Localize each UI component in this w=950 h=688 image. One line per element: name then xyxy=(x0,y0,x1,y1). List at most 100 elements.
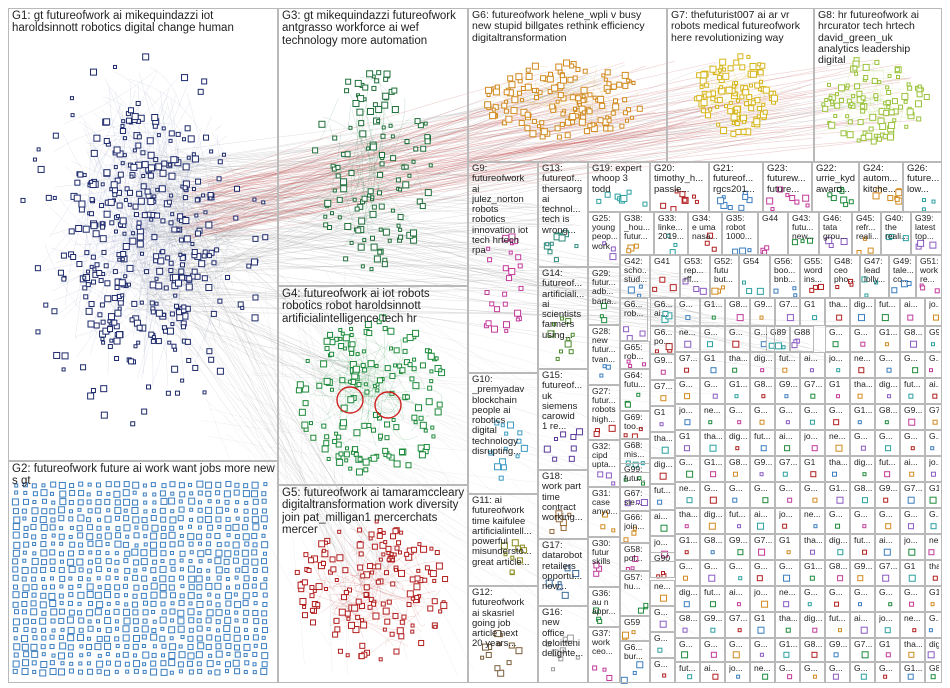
mini-group-label: G... xyxy=(704,562,718,571)
edge xyxy=(401,339,404,366)
edge xyxy=(368,343,383,390)
edge xyxy=(132,261,383,602)
edge xyxy=(168,196,567,210)
mini-group-label: G1... xyxy=(704,458,722,467)
edge xyxy=(119,115,222,272)
edge xyxy=(325,166,396,176)
mini-group-box: G8... xyxy=(750,378,775,404)
group-box-g49: G49: tale... co... xyxy=(889,255,916,298)
g1-node xyxy=(112,269,118,275)
edge xyxy=(146,84,188,225)
mini-group-label: ai... xyxy=(654,512,668,521)
mini-group-box: dig... xyxy=(850,298,875,326)
edge xyxy=(275,296,462,540)
edge xyxy=(333,558,381,587)
mini-group-box: ne... xyxy=(675,326,700,352)
mini-group-box: G1 xyxy=(700,352,725,378)
edge xyxy=(367,413,377,448)
group-box-g36: G36: au n appr... xyxy=(588,587,620,627)
mini-group-label: G9... xyxy=(754,458,772,467)
edge xyxy=(134,237,154,385)
mini-group-label: ne... xyxy=(704,406,721,415)
group-label-g28: G28: new futur... tvan... xyxy=(592,327,616,364)
mini-group-label: G... xyxy=(904,354,918,363)
edge xyxy=(153,235,802,352)
edge xyxy=(146,200,490,280)
edge xyxy=(163,234,516,257)
mini-group-box: dig... xyxy=(800,612,825,638)
mini-group-box: G1... xyxy=(825,482,850,508)
edge xyxy=(354,351,363,414)
edge xyxy=(179,103,866,186)
edge xyxy=(848,69,884,73)
mini-group-box: dig... xyxy=(675,586,700,612)
edge xyxy=(166,102,177,189)
mini-group-label: G1... xyxy=(879,328,897,337)
mini-group-label: G7... xyxy=(779,458,797,467)
edge xyxy=(256,363,656,404)
group-box-g12: G12: futureofwork ai skasriel going job … xyxy=(468,586,538,683)
edge xyxy=(399,149,412,165)
mini-group-label: fut... xyxy=(704,588,721,597)
mini-group-box: G... xyxy=(825,586,850,612)
group-label-g13: G13: futureof... thersaorg ai technol...… xyxy=(542,164,583,236)
edge xyxy=(188,79,717,196)
edge xyxy=(346,267,603,449)
edge xyxy=(170,167,377,222)
edge xyxy=(555,81,580,114)
edge xyxy=(364,170,375,223)
edge xyxy=(346,334,541,481)
edge xyxy=(133,127,183,317)
edge xyxy=(325,271,463,505)
edge xyxy=(173,170,350,609)
mini-group-box: G7... xyxy=(850,638,875,662)
mini-group-label: ne... xyxy=(654,582,671,591)
group-box-g26: G26: future... low... xyxy=(903,162,942,212)
mini-group-label: G... xyxy=(654,608,668,617)
edge xyxy=(157,285,402,385)
edge xyxy=(180,139,885,229)
mini-group-box: G1 xyxy=(650,406,675,432)
edge xyxy=(352,110,392,195)
edge xyxy=(130,98,873,262)
mini-group-box: G1... xyxy=(900,662,925,683)
edge xyxy=(129,225,502,287)
edge xyxy=(146,247,671,308)
edge xyxy=(201,396,309,503)
group-label-g21: G21: futureof... rgcs201... xyxy=(713,164,755,195)
group-box-g22: G22: urrie_kyd award... xyxy=(812,162,859,212)
mini-group-label: G... xyxy=(704,380,718,389)
group-label-g23: G23: futurew... future... xyxy=(767,164,806,195)
edge xyxy=(71,161,200,205)
mini-group-box: G7... xyxy=(925,404,942,430)
mini-group-box: ne... xyxy=(925,534,942,560)
mini-group-box: G... xyxy=(925,352,942,378)
mini-group-label: tha... xyxy=(804,536,822,545)
mini-group-box: G... xyxy=(925,430,942,456)
group-box-g24: G24: autom... kitche... xyxy=(859,162,903,212)
edge xyxy=(322,437,474,671)
edge xyxy=(85,147,195,357)
mini-group-box: G... xyxy=(725,404,750,430)
group-box-g99: G99: futu... xyxy=(620,463,650,487)
mini-group-box: tha... xyxy=(925,560,942,586)
mini-group-label: G1 xyxy=(779,536,791,545)
edge xyxy=(169,181,362,260)
mini-group-box: ai... xyxy=(775,430,800,456)
mini-group-box: ne... xyxy=(675,482,700,508)
edge xyxy=(238,319,744,473)
group-box-g16: G16: new office deloitteni delighte... xyxy=(538,606,588,683)
group-label-g99: G99: futu... xyxy=(624,465,646,484)
edge xyxy=(109,300,141,334)
mini-group-label: G1... xyxy=(854,406,872,415)
group-label-g14: G14: futureof... artificiali... ai scien… xyxy=(542,269,585,341)
group-label-g47: G47: lead lolly... xyxy=(864,257,886,285)
edge xyxy=(79,187,218,196)
edge xyxy=(160,91,172,257)
edge xyxy=(339,535,382,571)
edge xyxy=(124,162,164,198)
g1-node xyxy=(161,126,166,131)
edge xyxy=(200,129,725,222)
group-label-g32: G32: cipd upta... xyxy=(592,442,616,470)
mini-group-box: G7... xyxy=(800,378,825,404)
